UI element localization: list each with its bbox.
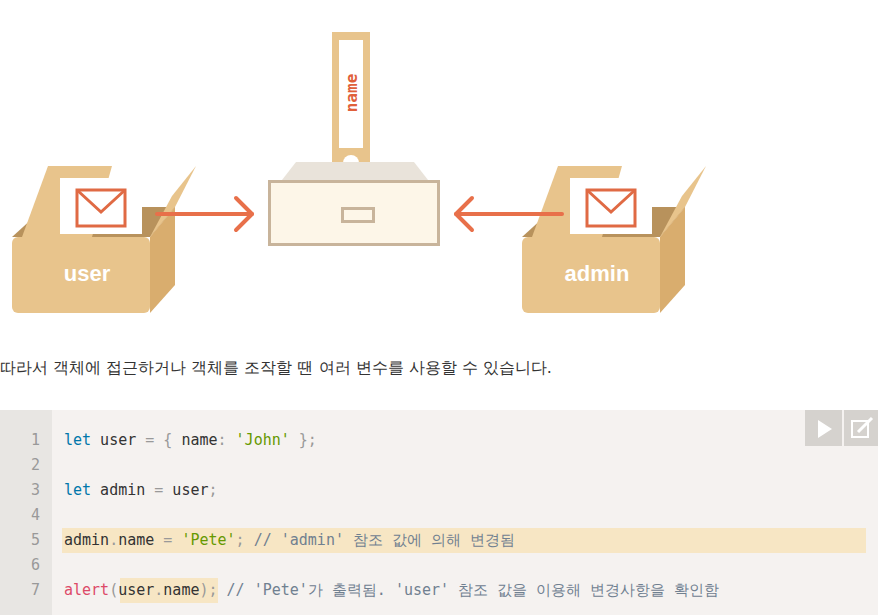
code-block	[0, 410, 878, 615]
code-token	[172, 531, 181, 549]
code-token: ;	[209, 581, 218, 599]
code-token: ;	[308, 431, 317, 449]
code-line: let admin = user;	[64, 480, 218, 500]
code-token	[154, 431, 163, 449]
code-token	[290, 431, 299, 449]
line-number: 2	[10, 455, 40, 475]
code-token: ;	[209, 481, 218, 499]
code-token: =	[154, 481, 163, 499]
code-token: admin	[64, 531, 109, 549]
code-token: =	[145, 431, 154, 449]
line-number: 4	[10, 505, 40, 525]
gutter	[0, 410, 52, 615]
code-token: user	[91, 431, 145, 449]
folder-label: name	[342, 74, 361, 113]
box-label: user	[12, 261, 162, 287]
code-line: admin.name = 'Pete'; // 'admin' 참조 값에 의해…	[64, 530, 515, 550]
code-token	[227, 431, 236, 449]
line-highlight	[62, 528, 866, 553]
code-token: 'John'	[236, 431, 290, 449]
code-token: name	[172, 431, 217, 449]
code-line: let user = { name: 'John' };	[64, 430, 317, 450]
box-label: admin	[522, 261, 672, 287]
code-token: .	[109, 531, 118, 549]
file-folder	[282, 32, 428, 182]
line-number: 7	[10, 580, 40, 600]
line-number: 1	[10, 430, 40, 450]
code-token: // 'Pete'가 출력됨. 'user' 참조 값을 이용해 변경사항을 확…	[227, 581, 720, 599]
code-token	[245, 531, 254, 549]
admin-crate	[522, 166, 706, 313]
code-token: let	[64, 481, 91, 499]
code-token: ;	[236, 531, 245, 549]
reference-arrow	[456, 212, 562, 216]
paragraph: 따라서 객체에 접근하거나 객체를 조작할 땐 여러 변수를 사용할 수 있습니…	[0, 357, 552, 379]
code-token: :	[218, 431, 227, 449]
code-token: =	[163, 531, 172, 549]
line-number: 3	[10, 480, 40, 500]
user-crate	[12, 166, 196, 313]
reference-arrow	[157, 212, 252, 216]
code-token: {	[163, 431, 172, 449]
code-token: // 'admin' 참조 값에 의해 변경됨	[254, 531, 515, 549]
line-number: 5	[10, 530, 40, 550]
code-token: .	[154, 581, 163, 599]
code-token: name	[118, 531, 163, 549]
code-token: (	[109, 581, 118, 599]
cabinet-drawer: name	[268, 180, 440, 246]
code-token: let	[64, 431, 91, 449]
code-token: admin	[91, 481, 154, 499]
code-token: )	[199, 581, 208, 599]
drawer-handle	[341, 207, 375, 223]
toolbar-buttons	[805, 410, 878, 446]
code-token: user	[163, 481, 208, 499]
code-token: }	[299, 431, 308, 449]
code-token: name	[163, 581, 199, 599]
code-token: user	[118, 581, 154, 599]
code-line: alert(user.name); // 'Pete'가 출력됨. 'user'…	[64, 580, 719, 600]
user-box: user	[12, 165, 162, 313]
line-number: 6	[10, 555, 40, 575]
code-token: alert	[64, 581, 109, 599]
code-token: 'Pete'	[181, 531, 235, 549]
code-token	[218, 581, 227, 599]
admin-box: admin	[522, 165, 672, 313]
